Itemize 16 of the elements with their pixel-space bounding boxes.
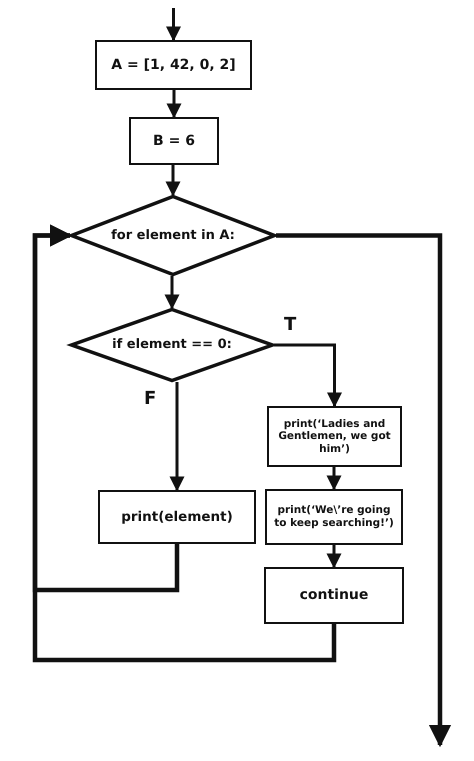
arrow bbox=[166, 165, 180, 196]
process-box: B = 6 bbox=[129, 117, 219, 165]
arrow bbox=[274, 344, 342, 408]
process-box: continue bbox=[264, 567, 404, 624]
process-box: print(‘Ladies and Gentlemen, we got him’) bbox=[267, 406, 402, 467]
arrow bbox=[326, 467, 342, 490]
arrow bbox=[164, 276, 180, 310]
process-box: print(‘We\’re going to keep searching!’) bbox=[265, 489, 403, 545]
arrow bbox=[276, 233, 452, 748]
arrow bbox=[166, 90, 182, 118]
arrow bbox=[166, 8, 181, 42]
arrow bbox=[170, 382, 184, 492]
process-box: print(element) bbox=[98, 490, 256, 544]
arrow bbox=[32, 224, 336, 662]
arrow bbox=[326, 545, 342, 568]
process-box: A = [1, 42, 0, 2] bbox=[95, 40, 252, 90]
